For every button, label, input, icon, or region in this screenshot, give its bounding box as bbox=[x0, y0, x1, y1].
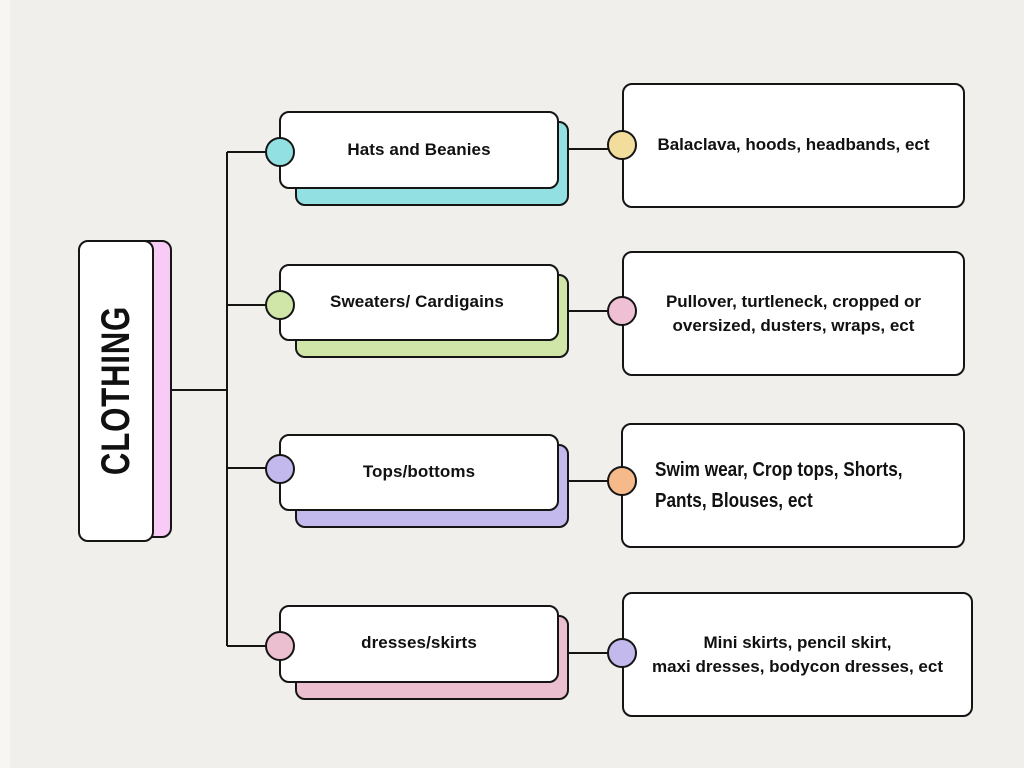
category-label: Sweaters/ Cardigains bbox=[330, 291, 504, 311]
category-label: Hats and Beanies bbox=[347, 140, 491, 159]
category-dot bbox=[265, 137, 295, 167]
category-card-tops: Tops/bottoms bbox=[279, 434, 559, 511]
detail-dot bbox=[607, 130, 637, 160]
detail-dot bbox=[607, 296, 637, 326]
category-dot bbox=[265, 631, 295, 661]
detail-card-hats: Balaclava, hoods, headbands, ect bbox=[622, 83, 965, 208]
root-title-text: CLOTHING bbox=[93, 305, 138, 475]
root-card bbox=[78, 240, 154, 542]
category-card-sweaters: Sweaters/ Cardigains bbox=[279, 264, 559, 341]
detail-dot bbox=[607, 466, 637, 496]
category-dot bbox=[265, 454, 295, 484]
detail-text: Balaclava, hoods, headbands, ect bbox=[657, 135, 930, 154]
page-left-edge bbox=[0, 0, 10, 768]
detail-text: Swim wear, Crop tops, Shorts, Pants, Blo… bbox=[655, 458, 903, 512]
detail-card-tops: Swim wear, Crop tops, Shorts, Pants, Blo… bbox=[621, 423, 965, 548]
category-card-dresses: dresses/skirts bbox=[279, 605, 559, 683]
category-label: Tops/bottoms bbox=[362, 461, 476, 481]
detail-card-sweaters: Pullover, turtleneck, cropped or oversiz… bbox=[622, 251, 965, 376]
category-label: dresses/skirts bbox=[361, 633, 477, 652]
category-dot bbox=[265, 290, 295, 320]
detail-text: Pullover, turtleneck, cropped or oversiz… bbox=[665, 291, 922, 335]
detail-card-dresses: Mini skirts, pencil skirt, maxi dresses,… bbox=[622, 592, 973, 717]
category-card-hats: Hats and Beanies bbox=[279, 111, 559, 189]
detail-dot bbox=[607, 638, 637, 668]
detail-text: Mini skirts, pencil skirt, maxi dresses,… bbox=[651, 632, 944, 676]
root-title: CLOTHING bbox=[80, 242, 152, 538]
